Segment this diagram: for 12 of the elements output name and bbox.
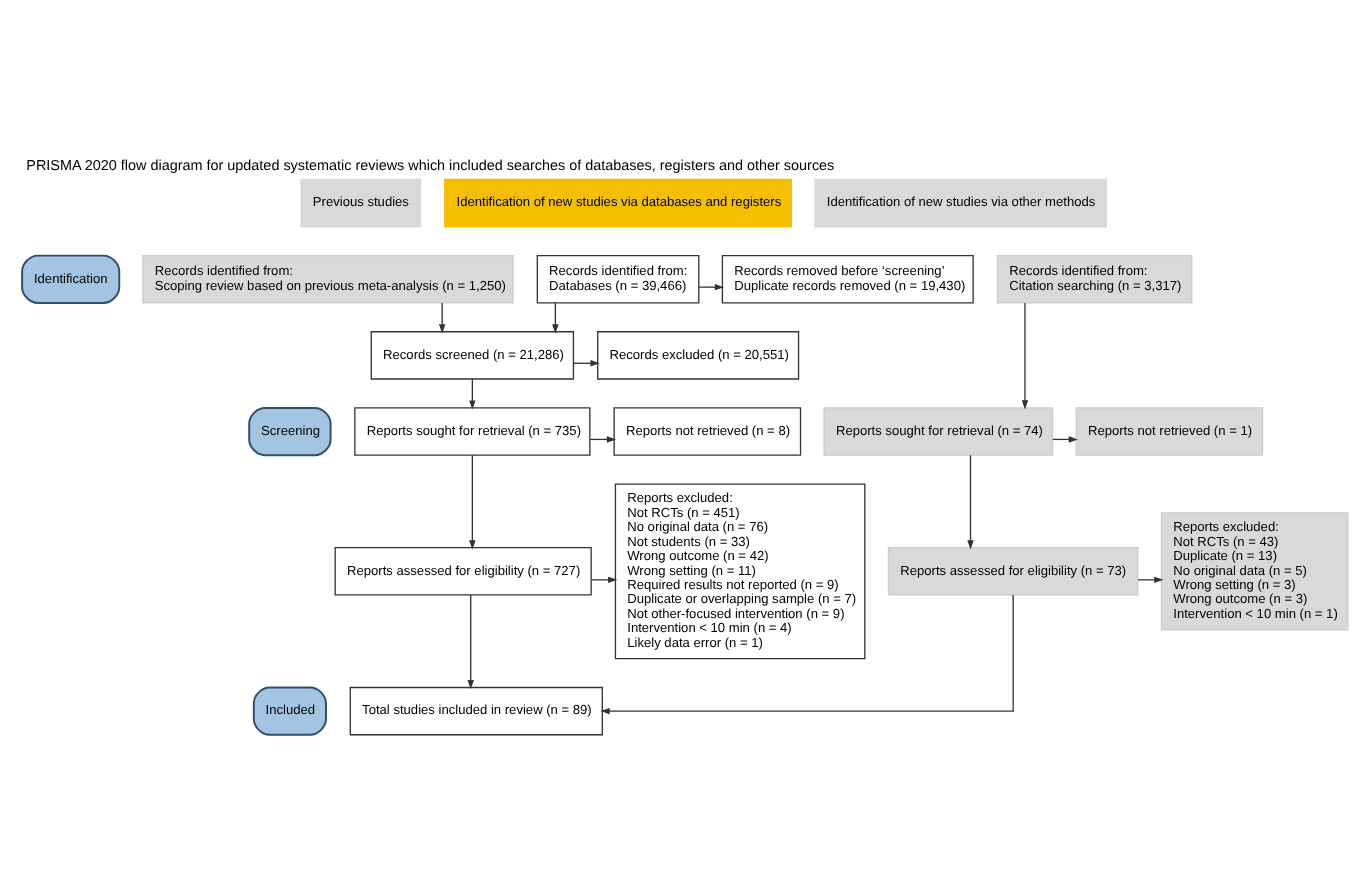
arrow [552, 302, 559, 334]
diagram-title: PRISMA 2020 flow diagram for updated systematic reviews which included searches of databases, registers and other sources [26, 156, 835, 175]
arrow [469, 454, 476, 550]
arrow [438, 302, 446, 334]
arrow [600, 594, 1014, 715]
arrow [1021, 302, 1029, 410]
arrow [467, 594, 474, 690]
arrow [590, 576, 618, 584]
arrow [469, 378, 476, 410]
arrow [967, 454, 974, 550]
arrow [698, 283, 724, 291]
arrow [1137, 576, 1164, 584]
